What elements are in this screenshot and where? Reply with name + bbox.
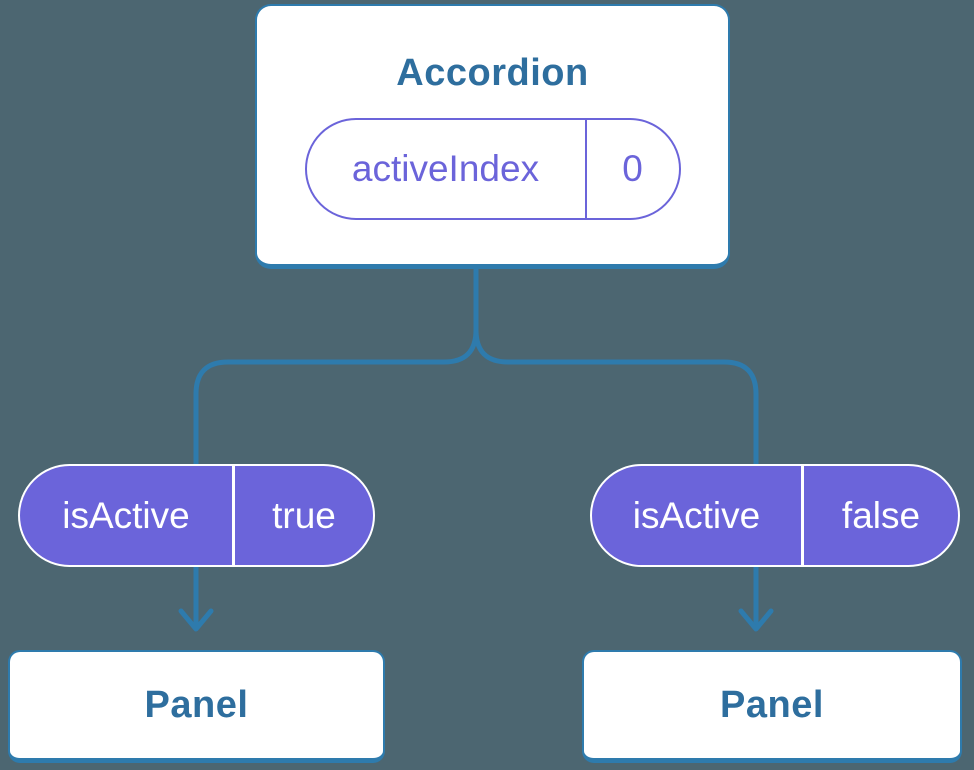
panel-card-right: Panel	[582, 650, 962, 763]
panel-card-left: Panel	[8, 650, 385, 763]
arrow-down-icon	[178, 608, 214, 632]
prop-pill-divider	[232, 466, 235, 565]
prop-pill-name: isActive	[62, 494, 190, 536]
connector-left-branch	[178, 263, 479, 632]
panel-title: Panel	[144, 683, 249, 726]
connector-right-branch	[473, 263, 774, 632]
accordion-card: Accordion activeIndex 0	[255, 4, 730, 269]
prop-pill-value: false	[841, 494, 921, 536]
prop-pill-right: isActive false	[590, 464, 960, 567]
accordion-title: Accordion	[396, 52, 589, 94]
state-pill-divider	[584, 120, 587, 218]
arrow-down-icon	[738, 608, 774, 632]
prop-pill-name: isActive	[632, 494, 761, 536]
panel-title: Panel	[720, 683, 824, 726]
prop-pill-divider	[801, 466, 804, 565]
state-pill: activeIndex 0	[304, 118, 681, 220]
prop-pill-value: true	[272, 494, 336, 536]
state-pill-value: 0	[622, 148, 643, 189]
state-pill-name: activeIndex	[351, 148, 540, 189]
prop-pill-left: isActive true	[18, 464, 375, 567]
